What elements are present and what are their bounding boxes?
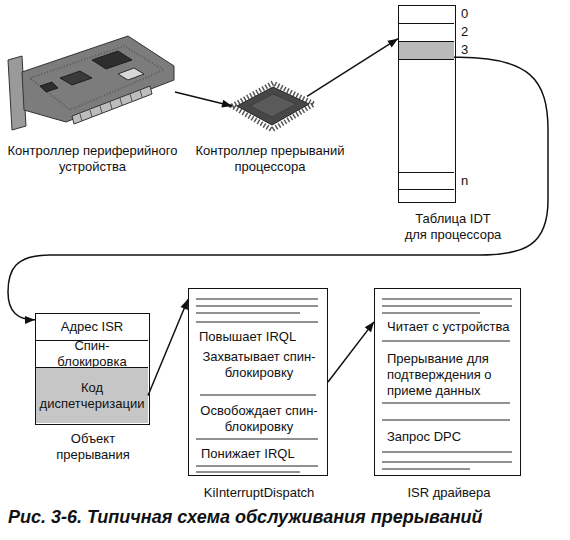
node-text: Понижает IRQL [201, 446, 321, 462]
node-text: Контроллер прерываний процессора [180, 143, 360, 175]
text-line [382, 299, 512, 300]
object-field: Адрес ISR [36, 314, 148, 341]
node-text: KiInterruptDispatch [169, 485, 349, 501]
arrow-head [221, 100, 232, 108]
arrow-head [180, 299, 188, 310]
node-text: Освобождает спин-блокировку [194, 403, 324, 435]
arrow-head [25, 316, 35, 324]
connector-arrow [307, 39, 398, 97]
node-text: Спин-блокировка [36, 338, 148, 370]
edge-connector [72, 86, 152, 124]
card-chip [92, 51, 132, 69]
chip-top [250, 94, 296, 117]
arrow-head [365, 322, 374, 332]
node-text: Код диспетчеризации [36, 380, 149, 412]
connector-arrow [328, 322, 374, 382]
text-line [382, 341, 510, 342]
node-text: Прерывание для подтверждения о приеме да… [387, 351, 499, 399]
card-chip [118, 68, 144, 80]
board-texture [30, 46, 164, 110]
text-line [196, 472, 300, 473]
node-text: 3 [461, 42, 485, 58]
device-controller: Контроллер периферийного устройства [10, 35, 175, 130]
node-text: Контроллер периферийного устройства [0, 143, 185, 175]
text-line [196, 439, 318, 440]
node-text: 2 [461, 24, 485, 40]
text-line [382, 306, 512, 307]
text-line [382, 462, 512, 463]
text-line [196, 322, 318, 323]
text-line [196, 466, 318, 467]
card-chip [60, 71, 92, 85]
node-text: n [461, 173, 485, 189]
node-text: 0 [461, 6, 485, 22]
node-text: Читает с устройства [387, 319, 517, 335]
expansion-card-illustration [8, 36, 174, 130]
text-line [382, 452, 512, 453]
text-line [382, 403, 510, 404]
connector-arrow [175, 92, 232, 106]
idt-entry: 2 [399, 24, 454, 42]
idt-table: Таблица IDT для процессора023n [398, 5, 456, 203]
node-text: Повышает IRQL [199, 329, 319, 345]
code-page: Читает с устройстваПрерывание для подтве… [374, 288, 521, 476]
interrupt-controller-chip [232, 83, 314, 130]
card-chip [40, 82, 58, 92]
idt-entry: n [399, 172, 454, 190]
interrupt-controller: Контроллер прерываний процессора [232, 82, 307, 130]
code-page: Повышает IRQL Захватывает спин-блокировку… [188, 288, 328, 476]
node-text: Запрос DPC [387, 429, 507, 445]
arrow-head [387, 39, 398, 48]
node-text: ISR драйвера [359, 485, 539, 501]
text-line [382, 469, 470, 470]
node-text: Захватывает спин-блокировку [194, 349, 324, 381]
connector-fingers [80, 90, 142, 121]
idt-entry: 0 [399, 6, 454, 24]
connector-arrow [148, 299, 188, 395]
text-line [200, 395, 316, 396]
figure-caption: Рис. 3-6. Типичная схема обслуживания пр… [8, 507, 483, 528]
node-text: Адрес ISR [57, 319, 128, 335]
text-line [196, 313, 300, 314]
object-field: Спин-блокировка [36, 341, 148, 368]
idt-entry: 3 [399, 42, 454, 60]
node-text: Объект прерывания [48, 431, 138, 463]
node-text: Таблица IDT для процессора [403, 211, 503, 243]
text-line [196, 306, 318, 307]
object-field: Код диспетчеризации [36, 368, 148, 423]
chip-body [237, 87, 309, 125]
text-line [196, 299, 318, 300]
text-line [382, 420, 510, 421]
chip-pins [232, 83, 314, 130]
interrupt-object: Объект прерыванияАдрес ISRСпин-блокировк… [35, 313, 150, 425]
text-line [382, 313, 480, 314]
connector-arrow [8, 57, 548, 319]
